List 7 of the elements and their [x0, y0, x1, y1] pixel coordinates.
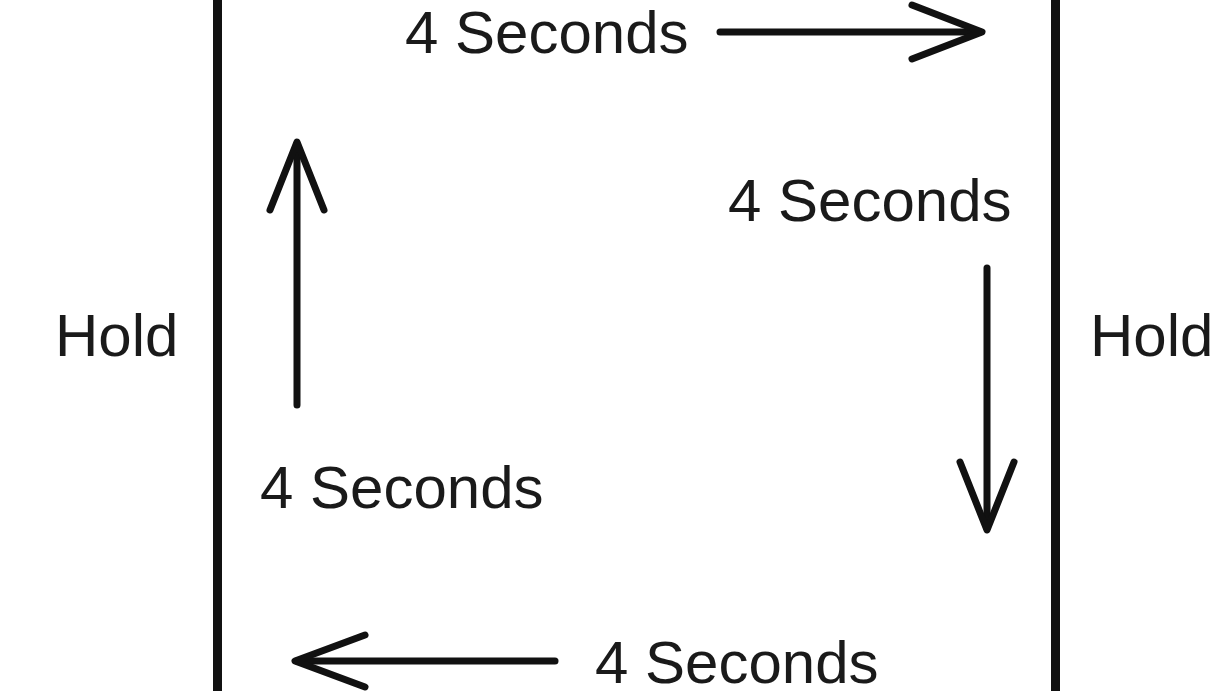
hold-label: Hold — [55, 306, 179, 366]
duration-label: 4 Seconds — [260, 458, 544, 518]
hold-label: Hold — [1090, 306, 1214, 366]
duration-label: 4 Seconds — [595, 633, 879, 691]
duration-label: 4 Seconds — [405, 3, 689, 63]
box-outline — [213, 0, 1060, 691]
duration-label: 4 Seconds — [728, 171, 1012, 231]
